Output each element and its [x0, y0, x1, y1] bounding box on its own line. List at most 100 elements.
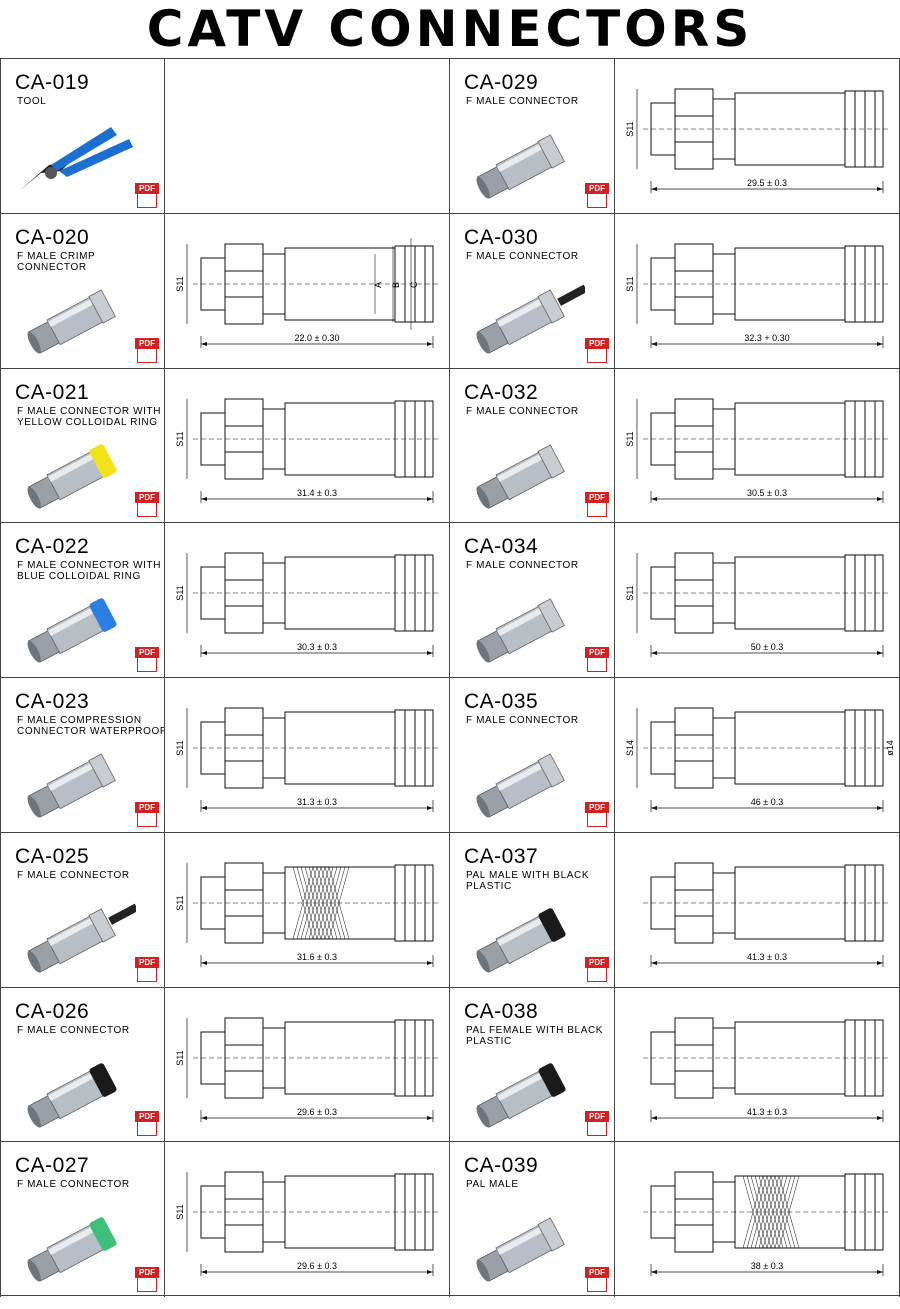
dimension-label: 29.6 ± 0.3	[297, 1107, 337, 1117]
pdf-icon[interactable]: PDF	[585, 337, 609, 364]
product-description: TOOL	[17, 96, 47, 107]
product-photo	[476, 753, 565, 818]
product-photo	[19, 127, 133, 191]
pdf-label: PDF	[585, 1267, 609, 1278]
product-description: F MALE CONNECTOR	[466, 715, 579, 726]
product-code: CA-020	[15, 225, 90, 249]
pdf-label: PDF	[135, 1111, 159, 1123]
product-info-cell: CA-029 F MALE CONNECTOR PDF	[450, 59, 615, 213]
pdf-label: PDF	[585, 801, 609, 813]
pdf-label: PDF	[585, 647, 609, 658]
dimension-label: 31.3 ± 0.3	[297, 797, 337, 807]
pdf-icon[interactable]: PDF	[585, 492, 609, 518]
drawing-cell: 41.3 ± 0.3	[615, 987, 900, 1142]
pdf-icon[interactable]: PDF	[585, 956, 609, 983]
pdf-icon[interactable]: PDF	[585, 1267, 609, 1293]
technical-drawing: 29.5 ± 0.3 S11	[625, 88, 891, 193]
drawing-cell: 29.5 ± 0.3 S11	[615, 59, 900, 213]
product-description: F MALE COMPRESSION CONNECTOR WATERPROOF	[17, 715, 165, 737]
dimension-label: 41.3 ± 0.3	[747, 1107, 787, 1117]
height-label: S11	[175, 586, 185, 601]
pdf-icon[interactable]: PDF	[135, 956, 159, 983]
drawing-cell	[165, 59, 450, 213]
pdf-icon[interactable]: PDF	[135, 337, 159, 364]
pdf-icon[interactable]: PDF	[585, 647, 609, 673]
pdf-icon[interactable]: PDF	[585, 1111, 609, 1137]
pdf-page-icon	[137, 501, 157, 518]
height-label: S11	[175, 895, 185, 910]
pdf-icon[interactable]: PDF	[585, 801, 609, 828]
drawing-cell: 41.3 ± 0.3	[615, 832, 900, 987]
pdf-icon[interactable]: PDF	[135, 647, 159, 673]
product-description: F MALE CONNECTOR	[17, 1024, 130, 1036]
pdf-icon[interactable]: PDF	[135, 182, 159, 209]
product-description: F MALE CONNECTOR	[17, 869, 130, 881]
height-label: S11	[175, 1205, 185, 1220]
pdf-icon[interactable]: PDF	[135, 801, 159, 828]
pdf-page-icon	[587, 965, 607, 982]
pdf-page-icon	[137, 810, 157, 827]
product-photo	[27, 903, 136, 973]
product-description: PAL MALE	[466, 1179, 519, 1191]
product-code: CA-019	[15, 71, 90, 94]
technical-drawing: 41.3 ± 0.3	[643, 862, 891, 967]
pdf-icon[interactable]: PDF	[585, 182, 609, 209]
side-label: A	[373, 282, 383, 288]
dimension-label: 46 ± 0.3	[751, 797, 783, 807]
pdf-page-icon	[587, 191, 607, 208]
pdf-icon[interactable]: PDF	[135, 1267, 159, 1293]
pdf-icon[interactable]: PDF	[135, 1111, 159, 1137]
dimension-label: 29.5 ± 0.3	[747, 178, 787, 188]
pdf-icon[interactable]: PDF	[135, 492, 159, 518]
pdf-label: PDF	[135, 956, 159, 968]
product-photo	[476, 443, 565, 509]
pdf-page-icon	[137, 346, 157, 363]
pdf-label: PDF	[135, 337, 159, 349]
pdf-label: PDF	[135, 647, 159, 658]
pdf-page-icon	[587, 501, 607, 518]
height-label: S11	[625, 586, 635, 601]
pdf-label: PDF	[585, 337, 609, 349]
side-label: C	[409, 281, 419, 288]
drawing-cell: 38 ± 0.3	[615, 1142, 900, 1297]
product-code: CA-029	[464, 71, 539, 94]
product-description: F MALE CONNECTOR	[466, 96, 579, 107]
height-label: S11	[625, 431, 635, 446]
dimension-label: 22.0 ± 0.30	[295, 333, 340, 343]
product-code: CA-023	[15, 690, 90, 713]
pdf-label: PDF	[135, 492, 159, 504]
product-photo	[27, 443, 117, 509]
technical-drawing: 50 ± 0.3 S11	[625, 552, 891, 658]
product-photo	[27, 289, 116, 354]
dimension-label: 41.3 ± 0.3	[747, 952, 787, 962]
pdf-page-icon	[137, 965, 157, 982]
product-photo	[476, 284, 585, 354]
pdf-page-icon	[587, 656, 607, 672]
dimension-label: 50 ± 0.3	[751, 642, 783, 652]
height-label: S11	[625, 121, 635, 136]
